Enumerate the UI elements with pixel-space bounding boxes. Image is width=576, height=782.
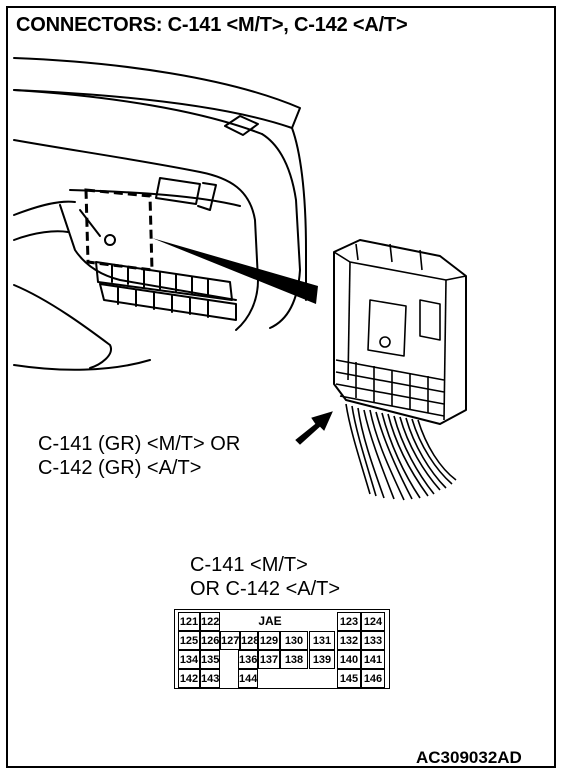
figure-id: AC309032AD <box>416 748 522 767</box>
pin-cell: 135 <box>200 650 220 669</box>
pin-cell: 127 <box>220 631 240 650</box>
pin-cell: 132 <box>337 631 361 650</box>
figure-frame <box>6 6 556 768</box>
leader-wedge <box>152 238 318 304</box>
pin-cell: 131 <box>309 631 335 650</box>
pin-cell: 122 <box>200 612 220 631</box>
pin-cell: 126 <box>200 631 220 650</box>
connector-callout: C-141 (GR) <M/T> OR C-142 (GR) <A/T> <box>38 432 240 480</box>
connector-maker-label: JAE <box>258 614 282 628</box>
diagram-title: CONNECTORS: C-141 <M/T>, C-142 <A/T> <box>16 14 408 36</box>
pin-cell: 130 <box>280 631 308 650</box>
pin-cell: 145 <box>337 669 361 688</box>
pin-cell: 146 <box>361 669 385 688</box>
callout-line-2: C-142 (GR) <A/T> <box>38 457 202 479</box>
pin-cell: 136 <box>238 650 258 669</box>
pin-cell: 142 <box>178 669 200 688</box>
pinout-title-line-1: C-141 <M/T> <box>190 554 308 576</box>
pin-cell: 141 <box>361 650 385 669</box>
pin-cell: 138 <box>280 650 308 669</box>
pin-cell: 144 <box>238 669 258 688</box>
pin-cell: 140 <box>337 650 361 669</box>
connector-location-highlight <box>84 188 154 272</box>
pin-cell: 139 <box>309 650 335 669</box>
pin-cell: 128 <box>240 631 259 650</box>
pin-cell: 143 <box>200 669 220 688</box>
pin-cell: 121 <box>178 612 200 631</box>
pin-cell: 129 <box>258 631 280 650</box>
connector-pinout: 121 122 JAE 123 124 125 126 127 128 129 … <box>174 609 390 689</box>
pin-cell: 124 <box>361 612 385 631</box>
callout-line-1: C-141 (GR) <M/T> OR <box>38 433 241 455</box>
pin-cell: 125 <box>178 631 200 650</box>
pin-cell: 123 <box>337 612 361 631</box>
pinout-title-line-2: OR C-142 <A/T> <box>190 578 341 600</box>
pointer-arrow <box>295 411 333 445</box>
pin-cell: 134 <box>178 650 200 669</box>
dashboard-outline <box>13 57 301 129</box>
pinout-title: C-141 <M/T> OR C-142 <A/T> <box>190 553 340 601</box>
pin-cell: 137 <box>258 650 280 669</box>
pin-cell: 133 <box>361 631 385 650</box>
